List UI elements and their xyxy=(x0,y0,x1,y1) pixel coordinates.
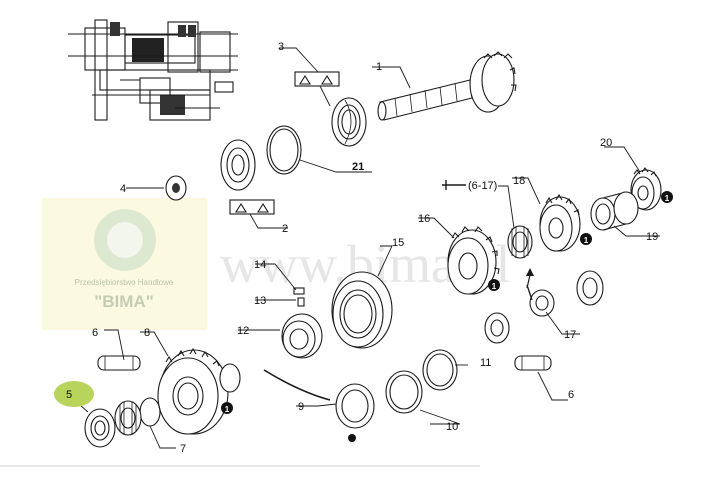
label-part-4: 4 xyxy=(120,183,126,195)
part-16-gear xyxy=(447,226,500,295)
part-8-large-gear xyxy=(157,347,241,435)
label-part-7: 7 xyxy=(180,443,186,455)
watermark-logo: Przedsiębiorstwo Handlowe "BIMA" xyxy=(42,198,207,330)
part-10-ring xyxy=(385,370,423,414)
part-21-snap-ring xyxy=(266,125,302,175)
part-7-snap-ring xyxy=(139,397,161,427)
watermark-company-line2: "BIMA" xyxy=(94,292,154,311)
label-part-16: 16 xyxy=(418,213,430,225)
part-2-bearing xyxy=(220,139,275,215)
label-part-17: 17 xyxy=(564,329,576,341)
label-part-11: 11 xyxy=(480,357,491,369)
label-part-14: 14 xyxy=(254,259,266,271)
part-5-bushing xyxy=(84,408,116,448)
part-3-bearing xyxy=(294,71,367,147)
part-17-sleeve xyxy=(526,284,555,317)
part-13-14-pins xyxy=(293,287,305,307)
label-part-2: 2 xyxy=(282,223,288,235)
needle-bearing-right xyxy=(576,270,604,306)
marker-1-gear8: 1 xyxy=(225,405,230,414)
part-11-ring xyxy=(422,349,458,391)
label-part-19: 19 xyxy=(646,231,658,243)
label-part-8: 8 xyxy=(144,327,150,339)
part-19-bushing xyxy=(590,191,639,231)
assembly-cross-section xyxy=(68,19,241,126)
part-12-sleeve-gear xyxy=(281,313,323,359)
needle-bearing-left xyxy=(114,400,142,436)
part-9-synchro-ring xyxy=(335,383,375,429)
part-labels: 1 3 21 4 2 20 18 (6-17) 16 19 15 14 13 1… xyxy=(66,41,658,455)
label-part-1: 1 xyxy=(376,61,382,73)
label-part-6-left: 6 xyxy=(92,327,98,339)
label-part-5: 5 xyxy=(66,389,72,401)
leader-lines xyxy=(71,47,660,449)
label-part-9: 9 xyxy=(298,401,304,413)
needle-bearing-lower xyxy=(484,312,510,344)
label-range: (6-17) xyxy=(468,180,497,192)
needle-bearing-upper xyxy=(507,225,533,259)
part-15-synchro-hub xyxy=(331,271,393,349)
part-18-gear xyxy=(539,193,581,252)
reference-markers: 1 1 1 1 xyxy=(221,191,673,442)
part-6-pin-right xyxy=(514,355,552,371)
watermark-company-line1: Przedsiębiorstwo Handlowe xyxy=(75,278,174,287)
part-6-pin-left xyxy=(97,355,141,371)
range-arrow xyxy=(442,180,534,289)
label-part-18: 18 xyxy=(513,175,525,187)
label-part-21: 21 xyxy=(352,161,364,173)
marker-1-gear20: 1 xyxy=(665,194,670,203)
part-20-gear xyxy=(630,167,662,211)
label-part-12: 12 xyxy=(237,325,249,337)
part-1-main-shaft xyxy=(377,51,517,121)
label-part-6-right: 6 xyxy=(568,389,574,401)
label-part-13: 13 xyxy=(254,295,266,307)
label-part-3: 3 xyxy=(278,41,284,53)
label-part-15: 15 xyxy=(392,237,404,249)
part-5-highlight xyxy=(54,381,94,407)
part-4-nut xyxy=(165,175,187,201)
label-part-10: 10 xyxy=(446,421,458,433)
marker-1-gear18: 1 xyxy=(584,236,589,245)
marker-1-gear16: 1 xyxy=(492,282,497,291)
label-part-20: 20 xyxy=(600,137,612,149)
